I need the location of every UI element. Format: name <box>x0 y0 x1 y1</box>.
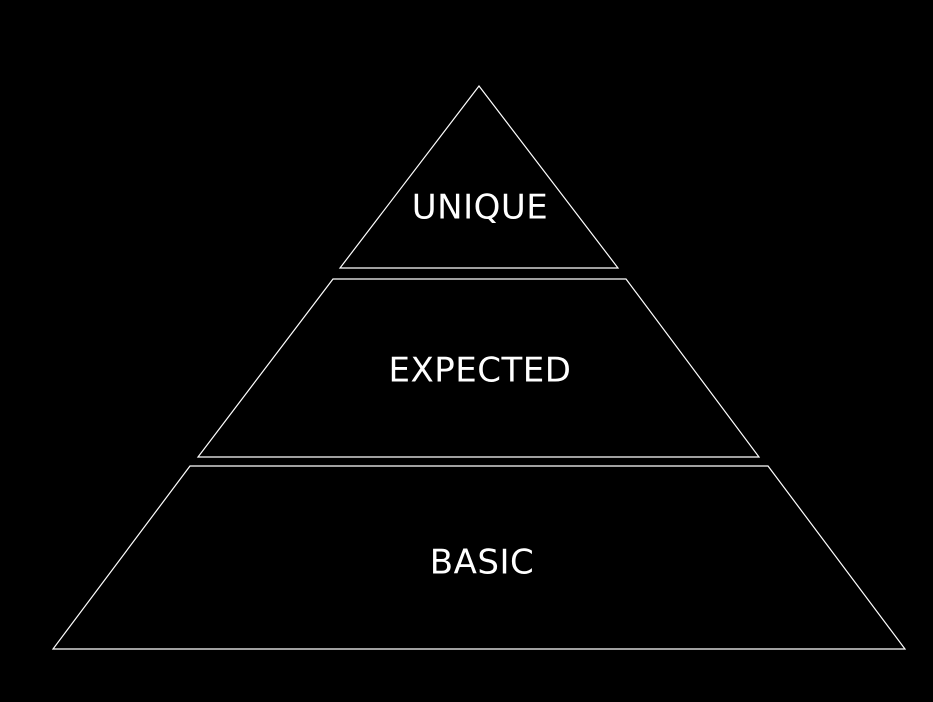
tier-unique-label: UNIQUE <box>412 188 548 228</box>
tier-basic-shape <box>51 465 907 650</box>
tier-expected: EXPECTED <box>196 278 761 458</box>
tier-unique: UNIQUE <box>338 85 620 269</box>
tier-expected-label: EXPECTED <box>389 351 572 391</box>
tier-expected-shape <box>196 278 761 458</box>
tier-basic: BASIC <box>51 465 907 650</box>
tier-basic-label: BASIC <box>430 543 534 583</box>
tier-unique-shape <box>338 85 620 269</box>
